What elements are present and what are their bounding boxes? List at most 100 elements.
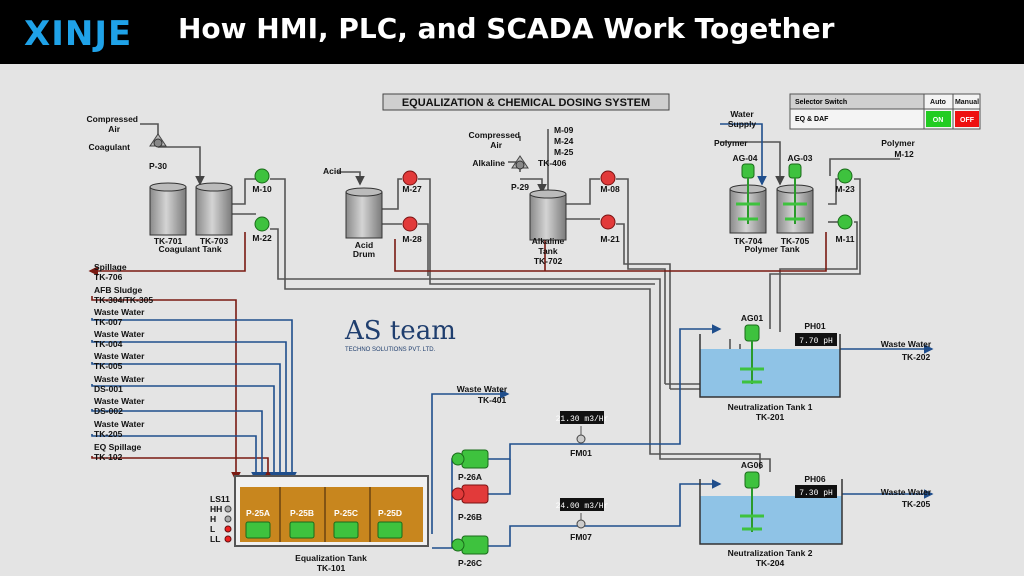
tk701-top — [149, 182, 187, 192]
tk702-tank[interactable] — [529, 193, 567, 241]
tk406-label: TK-406 — [538, 158, 567, 168]
nt1-label: Neutralization Tank 1 — [728, 402, 813, 412]
xinje-logo: XINJE — [24, 14, 133, 54]
ww-tk202-label: Waste Water — [881, 339, 932, 349]
inlet-5-name: Waste Water — [94, 374, 145, 384]
fm01-meter-icon[interactable] — [576, 426, 586, 444]
m08-pump-icon[interactable] — [600, 170, 616, 186]
fm01-display — [560, 411, 604, 424]
l-lamp-icon — [224, 525, 232, 533]
m23-label: M-23 — [835, 184, 855, 194]
p25b-pump-icon[interactable] — [289, 521, 315, 539]
m22-label: M-22 — [252, 233, 272, 243]
ag01-label: AG01 — [741, 313, 763, 323]
header-bar: XINJE How HMI, PLC, and SCADA Work Toget… — [0, 0, 1024, 64]
p26a-label: P-26A — [458, 472, 482, 482]
p26a-pump-icon[interactable] — [451, 449, 489, 469]
ph06-reading: 7.30 pH — [799, 489, 833, 498]
manual-off-label: OFF — [960, 117, 975, 124]
manual-off-button[interactable] — [955, 111, 979, 127]
m24-label: M-24 — [554, 136, 574, 146]
neutralization-tank-2[interactable] — [699, 479, 843, 545]
auto-on-button[interactable] — [926, 111, 951, 127]
m25-label: M-25 — [554, 147, 574, 157]
acid-drum-label-1: Acid — [355, 240, 373, 250]
m22-pump-icon[interactable] — [254, 216, 270, 232]
tk705-label: TK-705 — [781, 236, 810, 246]
acid-label: Acid — [323, 166, 341, 176]
p26c-pump-icon[interactable] — [451, 535, 489, 555]
inlet-7-name: Waste Water — [94, 419, 145, 429]
p25d-label: P-25D — [378, 508, 402, 518]
inlet-6-tag: DS-002 — [94, 406, 123, 416]
fm07-meter-icon[interactable] — [576, 513, 586, 529]
tk701-label: TK-701 — [154, 236, 183, 246]
coagulant-label: Coagulant — [88, 142, 130, 152]
tk702-top — [529, 189, 567, 199]
acid-drum-tank[interactable] — [345, 191, 383, 239]
nt2-label: Neutralization Tank 2 — [728, 548, 813, 558]
inlet-0-tag: TK-706 — [94, 272, 123, 282]
inlet-7-tag: TK-205 — [94, 429, 123, 439]
m11-label: M-11 — [836, 234, 855, 244]
inlet-labels: Spillage TK-706 AFB Sludge TK-304/TK-305… — [94, 262, 153, 462]
nt2-tag: TK-204 — [756, 558, 785, 568]
system-title-box — [382, 93, 670, 111]
compressed-air-label-1a: Compressed — [87, 114, 139, 124]
auto-on-label: ON — [933, 117, 944, 124]
process-diagram: EQUALIZATION & CHEMICAL DOSING SYSTEM Se… — [87, 93, 981, 573]
system-title: EQUALIZATION & CHEMICAL DOSING SYSTEM — [402, 97, 650, 109]
m23-pump-icon[interactable] — [837, 168, 853, 184]
fm01-reading: 21.30 m3/Hr — [556, 415, 609, 424]
inlet-6-name: Waste Water — [94, 396, 145, 406]
p25c-pump-icon[interactable] — [333, 521, 359, 539]
polymer-tank-label: Polymer Tank — [744, 244, 799, 254]
p25d-pump-icon[interactable] — [377, 521, 403, 539]
m10-label: M-10 — [252, 184, 272, 194]
m21-pump-icon[interactable] — [600, 214, 616, 230]
m27-label: M-27 — [402, 184, 422, 194]
nt1-tag: TK-201 — [756, 412, 785, 422]
selector-row-label: EQ & DAF — [795, 116, 829, 123]
ag06-agitator-icon[interactable] — [740, 471, 764, 532]
p26c-label: P-26C — [458, 558, 482, 568]
acid-drum-label-2: Drum — [353, 249, 376, 259]
l-label: L — [210, 524, 215, 534]
eq-tank-tag: TK-101 — [317, 563, 346, 573]
coagulant-tank-label: Coagulant Tank — [158, 244, 221, 254]
alkaline-tank-label-2: Tank — [538, 246, 557, 256]
m10-pump-icon[interactable] — [254, 168, 270, 184]
eq-tank-label: Equalization Tank — [295, 553, 367, 563]
as-team-tagline: TECHNO SOLUTIONS PVT. LTD. — [345, 347, 436, 353]
ph06-label: PH06 — [804, 474, 826, 484]
tk703-tank[interactable] — [195, 186, 233, 236]
p30-label: P-30 — [149, 161, 167, 171]
fm01-label: FM01 — [570, 448, 592, 458]
ww-tk205-label: Waste Water — [881, 487, 932, 497]
ls11-label: LS11 — [210, 494, 230, 504]
tk701-tank[interactable] — [149, 186, 187, 236]
ph06-display — [795, 485, 837, 498]
neutralization-tank-1[interactable] — [699, 334, 841, 398]
inlet-8-name: EQ Spillage — [94, 442, 142, 452]
inlet-4-tag: TK-005 — [94, 361, 123, 371]
p26b-label: P-26B — [458, 512, 482, 522]
m28-pump-icon[interactable] — [402, 216, 418, 232]
p25a-pump-icon[interactable] — [245, 521, 271, 539]
ll-label: LL — [210, 534, 220, 544]
ww-tk202-tag: TK-202 — [902, 352, 931, 362]
m11-pump-icon[interactable] — [837, 214, 853, 230]
p26b-pump-icon[interactable] — [451, 484, 489, 504]
m28-label: M-28 — [402, 234, 422, 244]
ww-tk205-tag: TK-205 — [902, 499, 931, 509]
ph01-reading: 7.70 pH — [799, 337, 833, 346]
selector-auto-header: Auto — [930, 99, 946, 106]
m27-pump-icon[interactable] — [402, 170, 418, 186]
ag03-agitator-icon[interactable] — [783, 163, 807, 224]
ag01-agitator-icon[interactable] — [740, 324, 764, 384]
inlet-3-name: Waste Water — [94, 329, 145, 339]
selector-title: Selector Switch — [795, 99, 847, 106]
m21-label: M-21 — [600, 234, 620, 244]
tk703-label: TK-703 — [200, 236, 229, 246]
ag04-agitator-icon[interactable] — [736, 163, 760, 224]
